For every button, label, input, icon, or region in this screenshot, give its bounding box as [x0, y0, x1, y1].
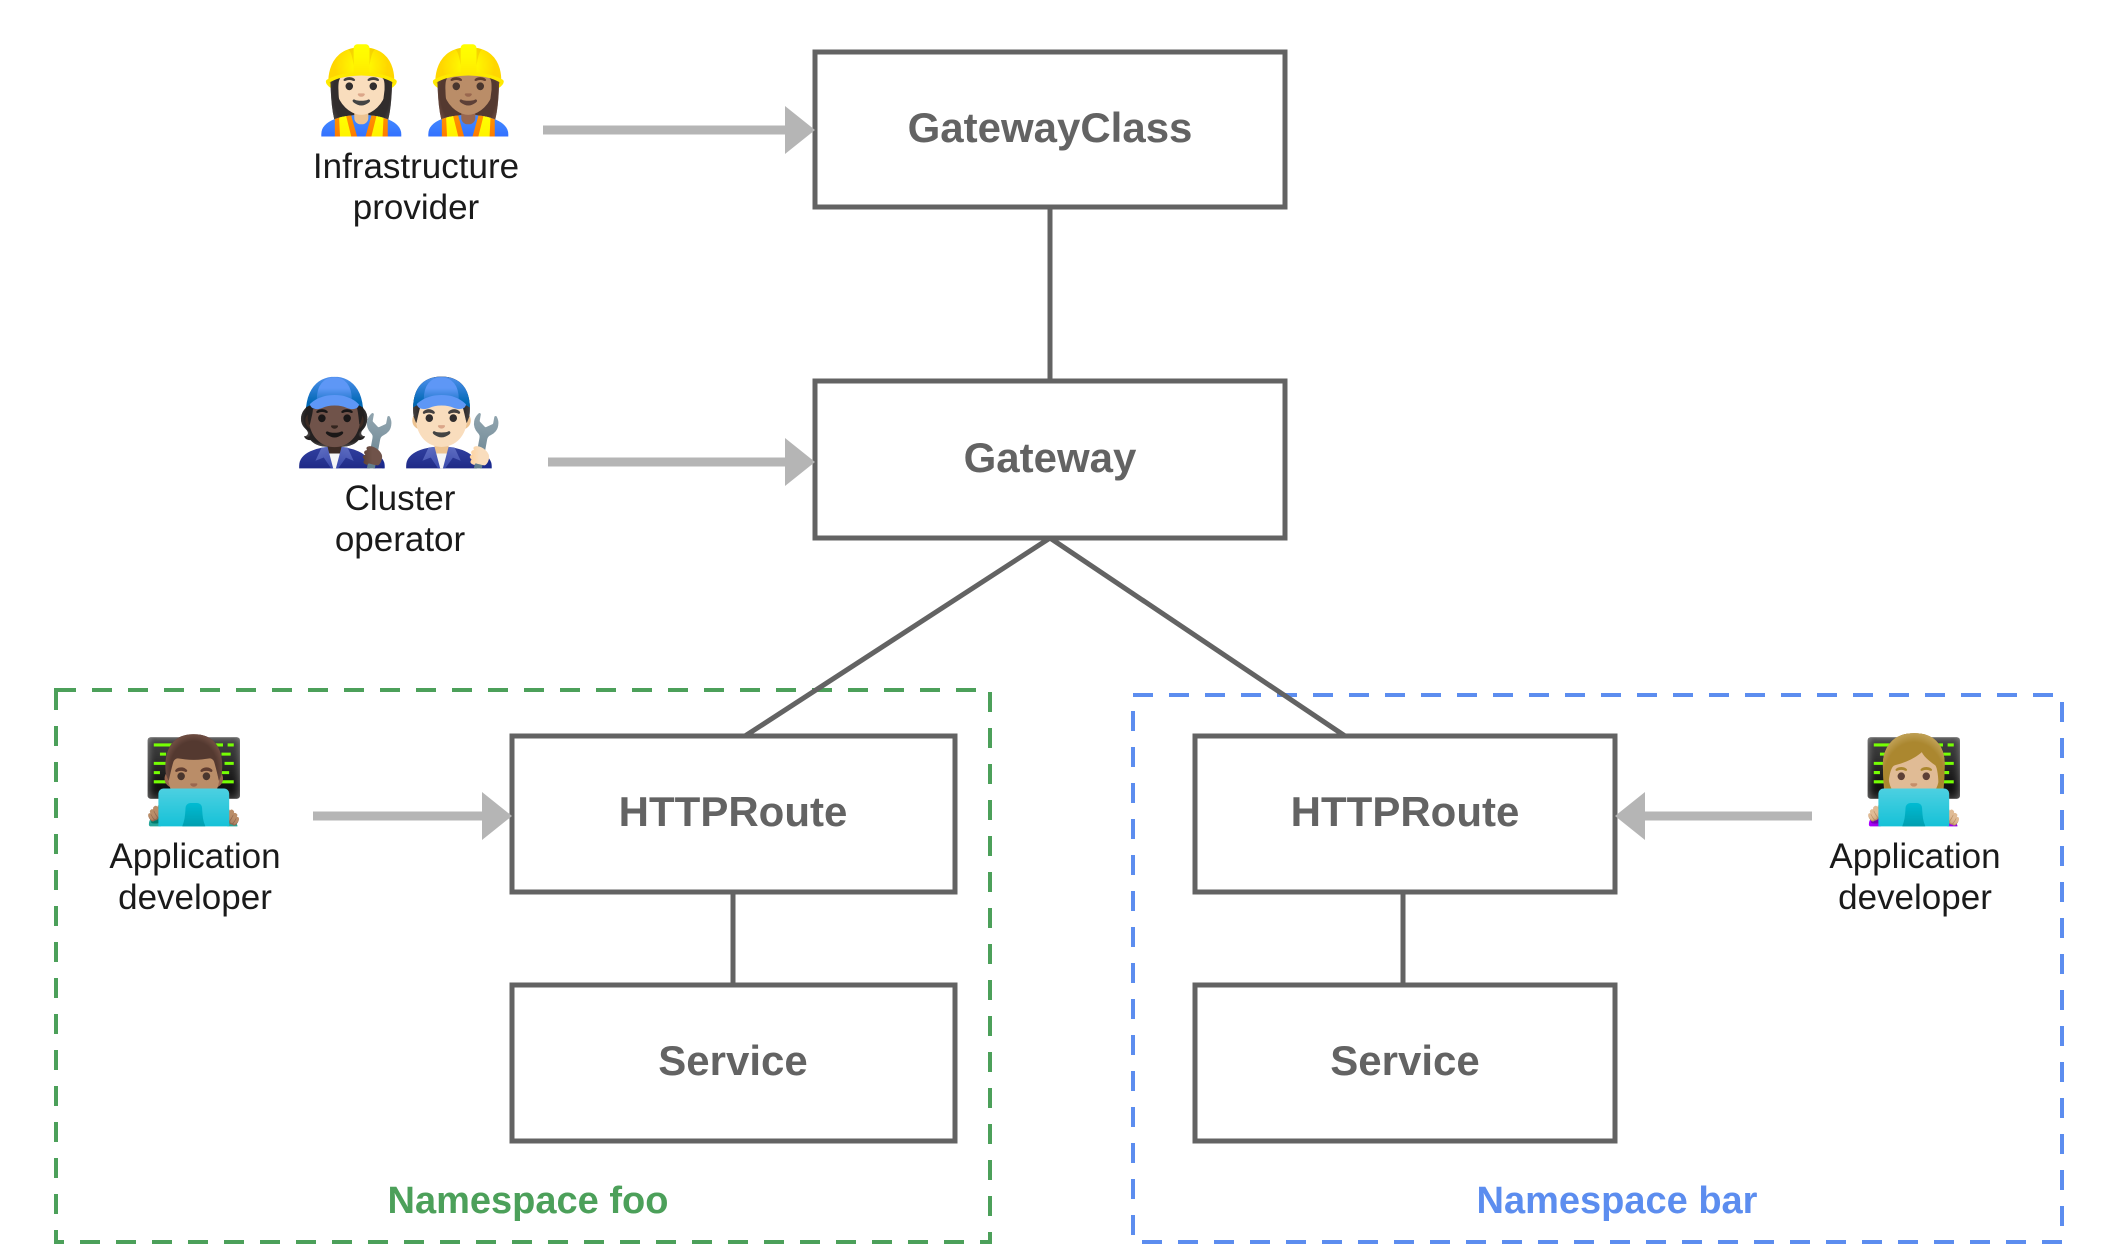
persona-application-developer-bar: 👩🏼‍💻 Application developer: [1810, 738, 2020, 919]
node-httproute-foo[interactable]: [509, 733, 958, 895]
node-httproute-foo-label: HTTPRoute: [619, 788, 848, 835]
persona-infrastructure-provider-label: Infrastructure provider: [312, 147, 520, 228]
arrow-infrastructure-provider-to-gatewayclass: [543, 106, 815, 154]
persona-cluster-operator: 🧑🏿‍🔧👨🏻‍🔧 Cluster operator: [270, 380, 530, 561]
node-gateway-label: Gateway: [964, 434, 1137, 481]
persona-infrastructure-provider: 👷🏻‍♀️👷🏽‍♀️ Infrastructure provider: [286, 48, 546, 229]
construction-worker-icon: 👷🏻‍♀️👷🏽‍♀️: [309, 41, 523, 139]
connector-gateway-httproute-foo: [743, 535, 1052, 739]
node-gatewayclass[interactable]: [812, 49, 1288, 210]
technologist-icon: 👨🏽‍💻: [141, 731, 249, 829]
persona-cluster-operator-label: Cluster operator: [334, 479, 466, 560]
node-gatewayclass-label: GatewayClass: [908, 104, 1193, 151]
connector-gateway-httproute-bar: [1048, 535, 1347, 739]
technologist-icon: 👩🏼‍💻: [1861, 731, 1969, 829]
namespace-foo-boundary: [54, 688, 992, 1244]
namespace-bar-label: Namespace bar: [1477, 1180, 1758, 1222]
persona-application-developer-foo-label: Application developer: [109, 837, 281, 918]
node-service-bar[interactable]: [1192, 982, 1618, 1144]
node-gateway[interactable]: [812, 378, 1288, 541]
node-service-foo[interactable]: [509, 982, 958, 1144]
persona-application-developer-foo: 👨🏽‍💻 Application developer: [90, 738, 300, 919]
mechanic-icon: 🧑🏿‍🔧👨🏻‍🔧: [293, 373, 507, 471]
node-httproute-bar-label: HTTPRoute: [1291, 788, 1520, 835]
namespace-foo-label: Namespace foo: [388, 1180, 669, 1222]
persona-application-developer-bar-label: Application developer: [1829, 837, 2001, 918]
namespace-bar-boundary: [1131, 693, 2064, 1244]
arrow-app-developer-bar-to-httproute: [1615, 792, 1812, 840]
node-httproute-bar[interactable]: [1192, 733, 1618, 895]
node-service-bar-label: Service: [1330, 1037, 1479, 1084]
arrow-cluster-operator-to-gateway: [548, 438, 815, 486]
node-service-foo-label: Service: [658, 1037, 807, 1084]
arrow-app-developer-foo-to-httproute: [313, 792, 512, 840]
